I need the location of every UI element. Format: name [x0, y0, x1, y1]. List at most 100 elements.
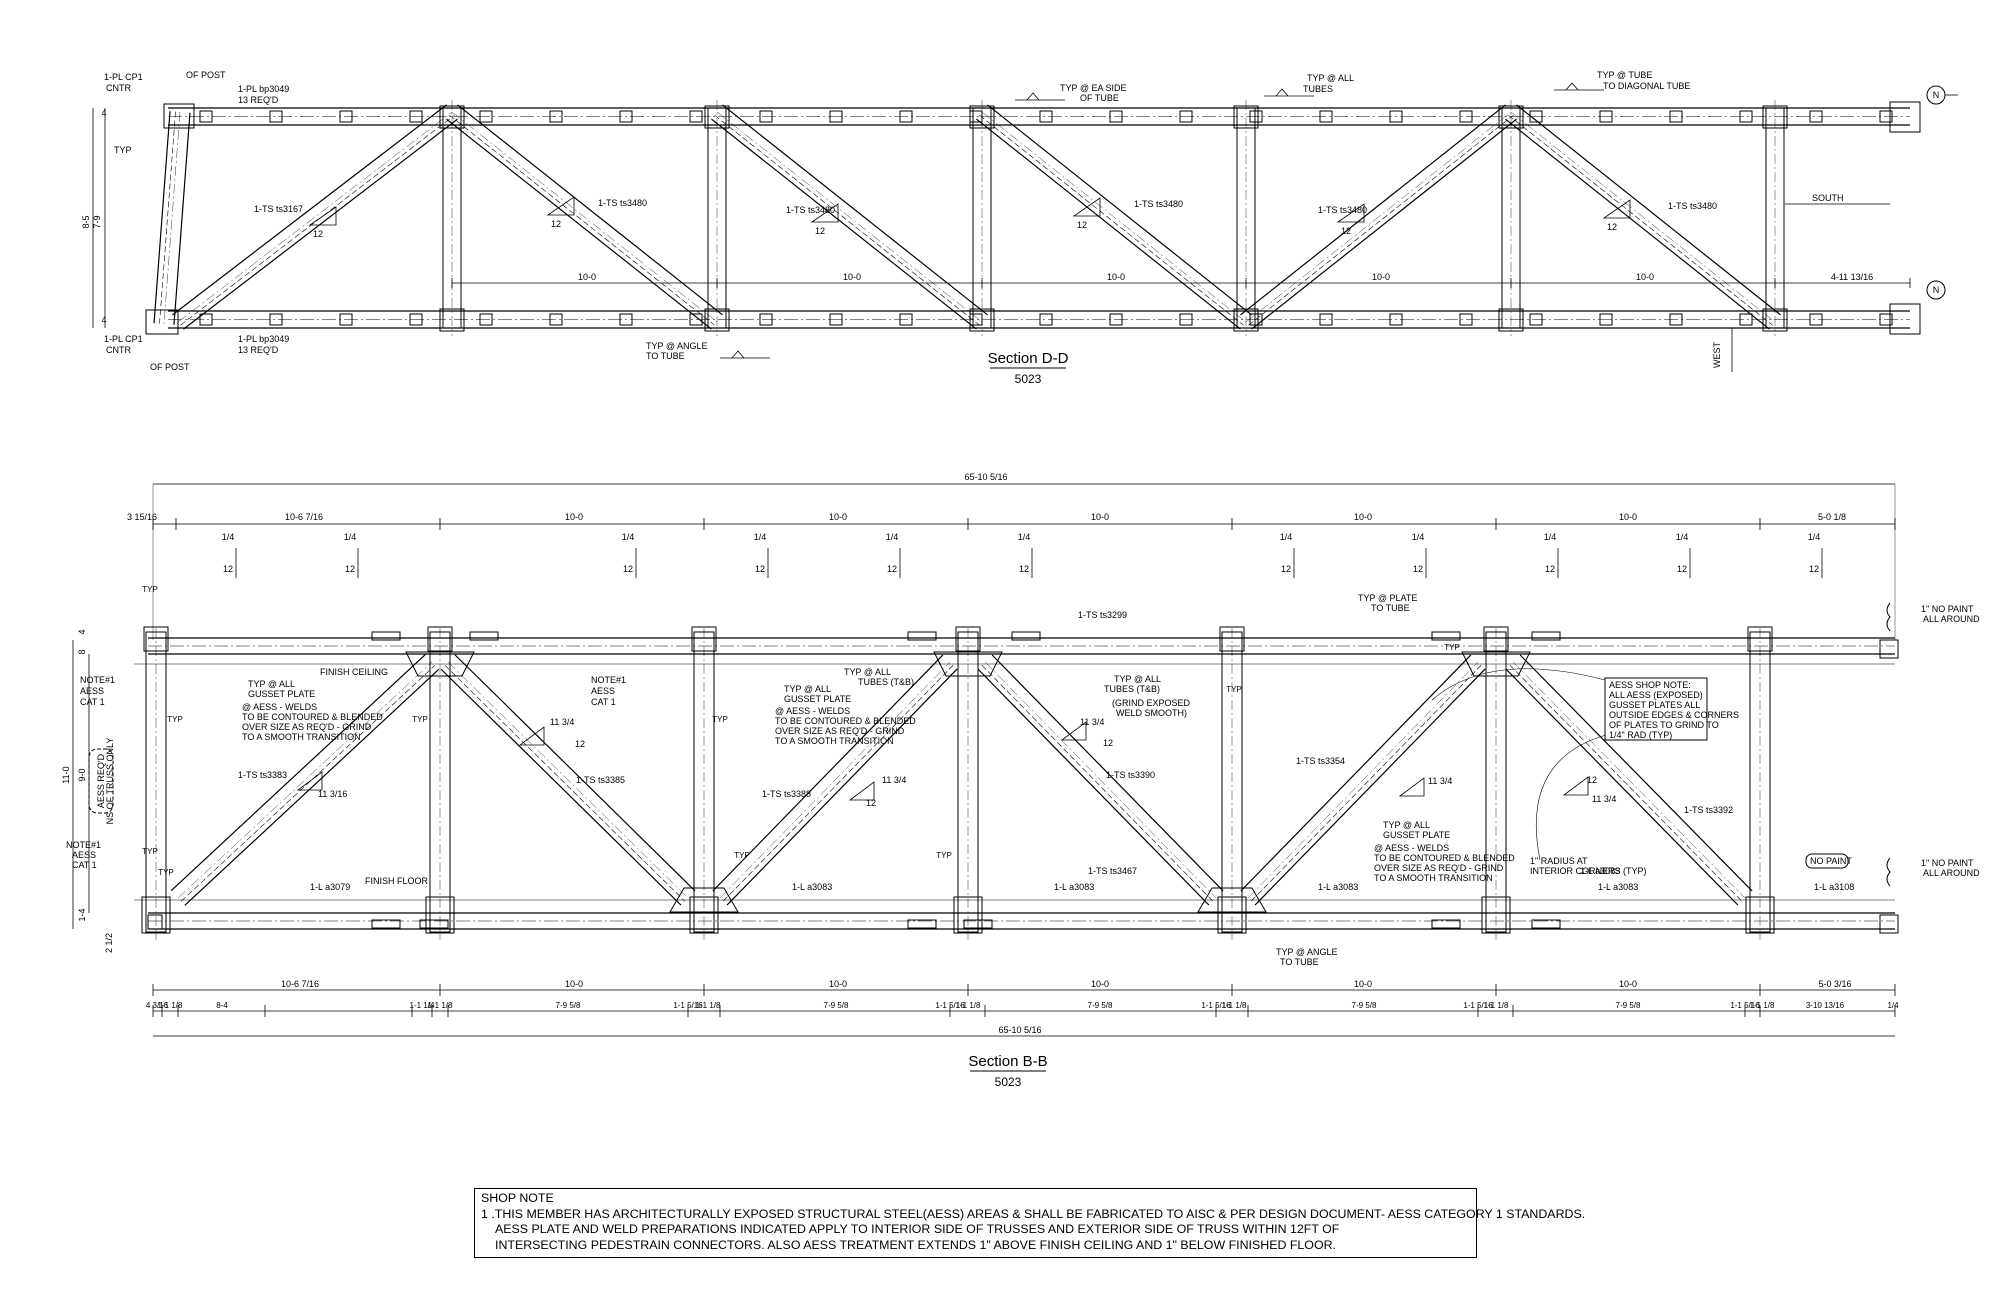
bb-member-14: 1-L a3083	[1580, 866, 1620, 876]
bb-gusset-note-14: GUSSET PLATE	[1383, 830, 1450, 840]
dd-member-2: 1-TS ts3480	[598, 198, 647, 208]
dd-post-top-plate-1	[704, 105, 730, 129]
bb-top-dim-2: 10-6 7/16	[285, 512, 323, 522]
bb-aess-shop-note-3: GUSSET PLATES ALL	[1609, 700, 1700, 710]
bb-post-bottom-gusset-1	[425, 896, 455, 934]
bb-slope-5: 11 3/4	[1428, 776, 1452, 786]
bb-gusset-note-12: TO A SMOOTH TRANSITION	[775, 736, 894, 746]
bb-weld-size-6: 1/4	[1280, 532, 1293, 542]
dd-diagonal-5-edge-a	[1505, 118, 1770, 330]
bb-bottom-gusset-0	[669, 887, 739, 913]
bb-bottom-dim2-17: 7-9 5/8	[1616, 1001, 1641, 1010]
dd-left-dim-1: 8-5	[81, 215, 91, 228]
dd-bay-dim-2: 10-0	[843, 272, 861, 282]
dd-top-clip	[409, 110, 423, 123]
bb-post-top-plate-6	[1747, 626, 1773, 652]
bb-top-dim-7: 10-0	[1619, 512, 1637, 522]
dd-top-clip	[339, 110, 353, 123]
dd-top-clip	[619, 110, 633, 123]
dd-north-label-top: N	[1933, 90, 1940, 100]
bb-typ-5: TYP	[936, 851, 952, 860]
bb-slope-triangle-3	[1060, 721, 1087, 741]
dd-slope-triangle-3	[1072, 197, 1101, 217]
dd-end-post-centerline	[163, 111, 181, 325]
bb-bottom-dim2-5: 7-9 5/8	[556, 1001, 581, 1010]
bb-member-3: 1-TS ts3388	[762, 789, 811, 799]
dd-diagonal-5-hidden	[1508, 114, 1773, 326]
bb-bottom-dim2-1: 1-1 1/8	[158, 1001, 183, 1010]
dd-bay-dim-1: 10-0	[578, 272, 596, 282]
bb-diagonal-5-edge-b	[1519, 654, 1753, 892]
dd-top-clip	[1319, 110, 1333, 123]
bb-gusset-note-13: TYP @ ALL	[1383, 820, 1430, 830]
dd-weld-note-3b: TO DIAGONAL TUBE	[1603, 81, 1690, 91]
bb-diagonal-0-edge-b	[170, 654, 426, 892]
bb-note1-c: CAT 1	[80, 697, 105, 707]
section-bb-title: Section B-B	[968, 1053, 1047, 1070]
dd-slope-triangle-4	[1336, 203, 1365, 223]
bb-note1-d: NOTE#1	[591, 675, 626, 685]
bb-typ-4: TYP	[734, 851, 750, 860]
bb-bottom-dim2-13: 1-1 1/8	[1222, 1001, 1247, 1010]
bb-top-dim-6: 10-0	[1354, 512, 1372, 522]
bb-diagonal-1-centerline	[447, 661, 689, 899]
dd-diagonal-3-edge-a	[976, 118, 1241, 330]
dd-diagonal-5-centerline	[1510, 111, 1776, 323]
shop-note-line-2: AESS PLATE AND WELD PREPARATIONS INDICAT…	[495, 1222, 1340, 1236]
bb-note1-i: CAT 1	[72, 860, 97, 870]
dd-top-clip	[1389, 110, 1403, 123]
bb-slope-triangle-2	[848, 781, 875, 801]
bb-diagonal-0-edge-a	[184, 668, 440, 906]
bb-member-7: 1-TS ts3299	[1078, 610, 1127, 620]
dd-bottom-clip	[1809, 313, 1823, 326]
dd-diagonal-2-edge-b	[722, 104, 988, 316]
bb-slope-8: 12	[866, 798, 876, 808]
dd-member-6: 1-TS ts3480	[1668, 201, 1717, 211]
bb-bottom-dim2-7: 1-1 1/8	[696, 1001, 721, 1010]
bb-bottom-dim1-5: 10-0	[1619, 979, 1637, 989]
bb-post-bottom-gusset-6	[1745, 896, 1775, 934]
bb-weld-size-9: 1/4	[1676, 532, 1689, 542]
bb-angle-tube-1: TYP @ ANGLE	[1276, 947, 1338, 957]
dd-weld-note-3a: TYP @ TUBE	[1597, 70, 1652, 80]
bb-bottom-dim2-15: 1-1 5/16	[1463, 1001, 1493, 1010]
bb-weld-size-2: 1/4	[622, 532, 635, 542]
bb-gusset-note-15: @ AESS - WELDS	[1374, 843, 1449, 853]
dd-bottom-clip	[1109, 313, 1123, 326]
bb-splice-plate-5	[1531, 631, 1561, 641]
bb-top-dim-3: 10-0	[565, 512, 583, 522]
bb-left-dim-4: 8	[77, 649, 87, 654]
bb-diagonal-3-hidden	[981, 664, 1213, 902]
bb-gusset-note-16: TO BE CONTOURED & BLENDED	[1374, 853, 1515, 863]
bb-post-bottom-gusset-2	[689, 896, 719, 934]
bb-left-dim-2: 9-0	[77, 768, 87, 781]
bb-top-dim-5: 10-0	[1091, 512, 1109, 522]
dd-north-marker-bottom	[1926, 280, 1946, 300]
dd-bottom-clip	[1669, 313, 1683, 326]
dd-req-bottom: 13 REQ'D	[238, 345, 279, 355]
bb-gusset-note-1: TYP @ ALL	[248, 679, 295, 689]
dd-diagonal-4-edge-a	[1251, 118, 1517, 330]
bb-top-gusset-2	[1461, 651, 1531, 677]
bb-post-bottom-gusset-3	[953, 896, 983, 934]
dd-typ-left: TYP	[114, 145, 132, 155]
bb-weld-size-4: 1/4	[886, 532, 899, 542]
bb-tubes-tb-3: (GRIND EXPOSED	[1112, 698, 1191, 708]
bb-splice-plate-8	[907, 919, 937, 929]
bb-aess-ns-box	[88, 748, 114, 814]
dd-end-top-plate	[163, 103, 195, 129]
bb-slope-7: 12	[575, 739, 585, 749]
dd-bottom-clip	[1739, 313, 1753, 326]
bb-diagonal-4-edge-b	[1240, 654, 1472, 892]
bb-weld-len-10: 12	[1809, 564, 1819, 574]
dd-member-3: 1-TS ts3480	[786, 205, 835, 215]
bb-typ-9: TYP	[158, 868, 174, 877]
dd-diagonal-3-edge-b	[987, 104, 1252, 316]
bb-slope-triangle-5	[1562, 776, 1589, 796]
bb-top-gusset-0	[405, 651, 475, 677]
bb-weld-size-1: 1/4	[344, 532, 357, 542]
bb-no-paint-top-2: ALL AROUND	[1923, 614, 1980, 624]
bb-weld-len-3: 12	[755, 564, 765, 574]
bb-left-dim-5: 4	[77, 629, 87, 634]
bb-slope-3: 11 3/4	[882, 775, 906, 785]
